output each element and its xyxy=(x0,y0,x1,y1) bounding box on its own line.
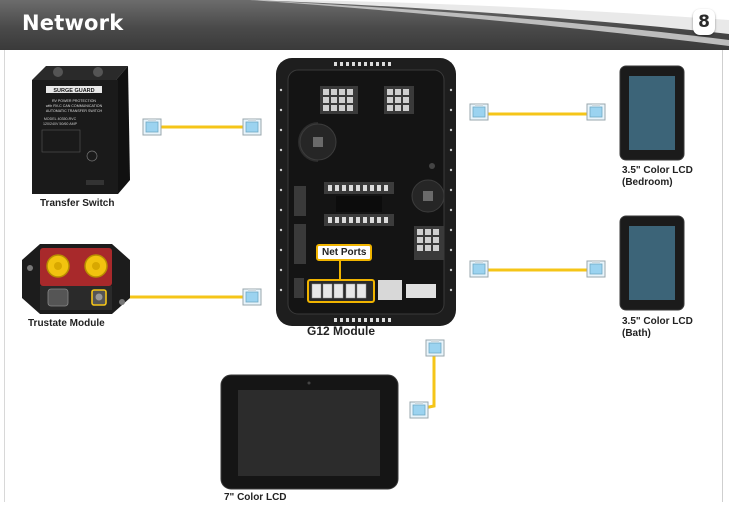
lcd-bedroom-label-line1: 3.5" Color LCD xyxy=(622,165,693,176)
page-number-badge: 8 xyxy=(693,9,715,35)
left-border xyxy=(4,50,5,502)
svg-text:120/240V 50/60 AMP: 120/240V 50/60 AMP xyxy=(43,122,78,126)
g12-module-label: G12 Module xyxy=(307,324,376,338)
transfer-brand: SURGE GUARD xyxy=(53,88,94,94)
svg-text:with RV-C CAN COMMUNICATION: with RV-C CAN COMMUNICATION xyxy=(46,104,103,108)
trustate-module-label: Trustate Module xyxy=(28,318,105,329)
right-border xyxy=(722,50,723,502)
page-title: Network xyxy=(22,11,124,35)
lcd-7-label: 7" Color LCD xyxy=(224,492,287,503)
svg-text:AUTOMATIC TRANSFER SWITCH: AUTOMATIC TRANSFER SWITCH xyxy=(46,109,103,113)
svg-text:RV POWER PROTECTION: RV POWER PROTECTION xyxy=(52,99,96,103)
net-ports-callout: Net Ports xyxy=(316,244,373,261)
header-swoosh xyxy=(250,0,729,46)
svg-text:MODEL 40350-RVC: MODEL 40350-RVC xyxy=(44,117,77,121)
lcd-bedroom-label-line2: (Bedroom) xyxy=(622,177,673,188)
header-bar: Network 8 xyxy=(0,0,729,50)
lcd-bath-label-line2: (Bath) xyxy=(622,328,651,339)
transfer-switch-label: Transfer Switch xyxy=(40,198,115,209)
lcd-bath-label-line1: 3.5" Color LCD xyxy=(622,316,693,327)
